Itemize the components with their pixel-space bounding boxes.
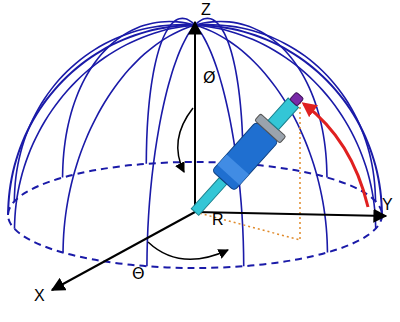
axis-label: X [34,288,45,304]
theta-angle-arc [148,242,228,259]
axis-label: Y [382,197,393,213]
meridian-line [63,25,195,253]
projection-lines [195,97,300,240]
sensor-cylinder [182,84,312,223]
meridian-line [195,25,376,229]
y-axis [195,212,386,216]
meridian-line [146,18,195,163]
axis-label: Z [201,2,211,18]
x-axis [52,212,195,290]
angle-label: Θ [132,266,145,282]
meridian-line [147,25,195,266]
meridian-line [195,25,327,252]
meridian-line [14,25,195,229]
phi-angle-arc [178,108,193,172]
rotation-arrow [304,104,368,207]
z-axis [194,22,196,212]
hemisphere-wireframe [8,18,382,266]
meridian-line [195,18,243,163]
radius-label: R [212,212,224,228]
meridian-line [63,21,195,177]
angle-label: Ø [203,70,216,86]
meridian-line [195,25,376,202]
